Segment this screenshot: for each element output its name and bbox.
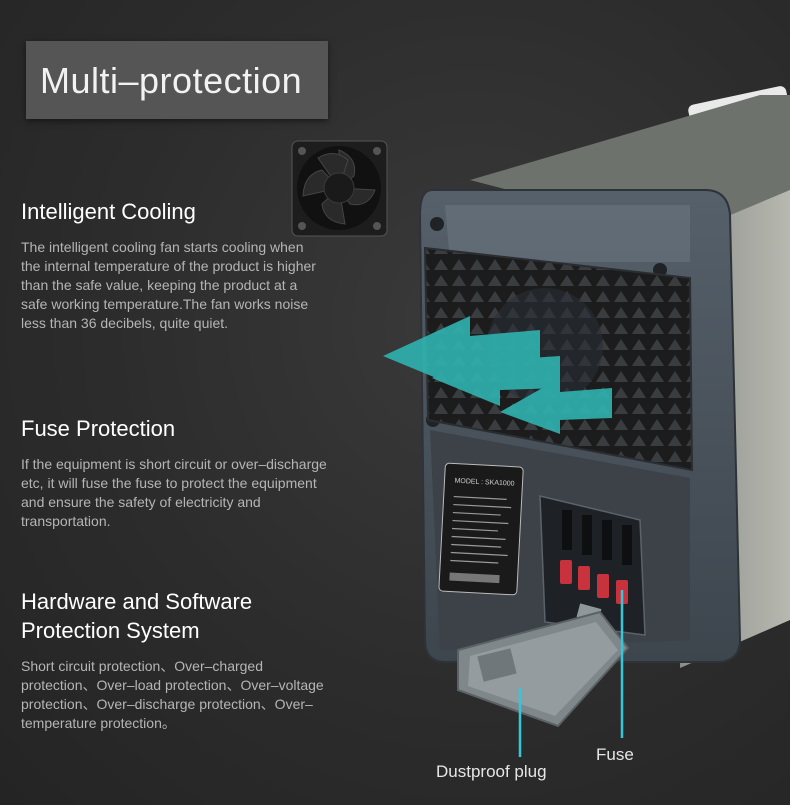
airflow-arrows <box>383 316 612 434</box>
fuse-2 <box>578 566 590 590</box>
label-model: MODEL : SKA1000 <box>454 478 514 488</box>
airflow-arrow-2 <box>432 344 560 406</box>
airflow-arrow-1 <box>383 316 540 392</box>
fuse-3 <box>597 574 609 598</box>
heading-intelligent-cooling: Intelligent Cooling <box>21 199 196 224</box>
page-title: Multi–protection <box>40 60 303 101</box>
heading-fuse-protection: Fuse Protection <box>21 416 176 441</box>
heading-hardware-software: Hardware and Software Protection System <box>21 589 253 643</box>
callout-fuse: Fuse <box>596 745 634 764</box>
airflow-arrow-3 <box>500 378 612 434</box>
text-fuse-protection: If the equipment is short circuit or ove… <box>21 456 327 529</box>
callout-dustproof-plug: Dustproof plug <box>436 762 547 781</box>
text-intelligent-cooling: The intelligent cooling fan starts cooli… <box>21 239 316 331</box>
cooling-fan-image <box>291 140 388 237</box>
fuse-1 <box>560 560 572 584</box>
dustproof-plug-flap <box>457 610 630 728</box>
title-banner: Multi–protection <box>26 41 328 119</box>
rating-label-plate: MODEL : SKA1000 <box>438 462 524 596</box>
text-hardware-software: Short circuit protection、Over–charged pr… <box>21 658 324 731</box>
